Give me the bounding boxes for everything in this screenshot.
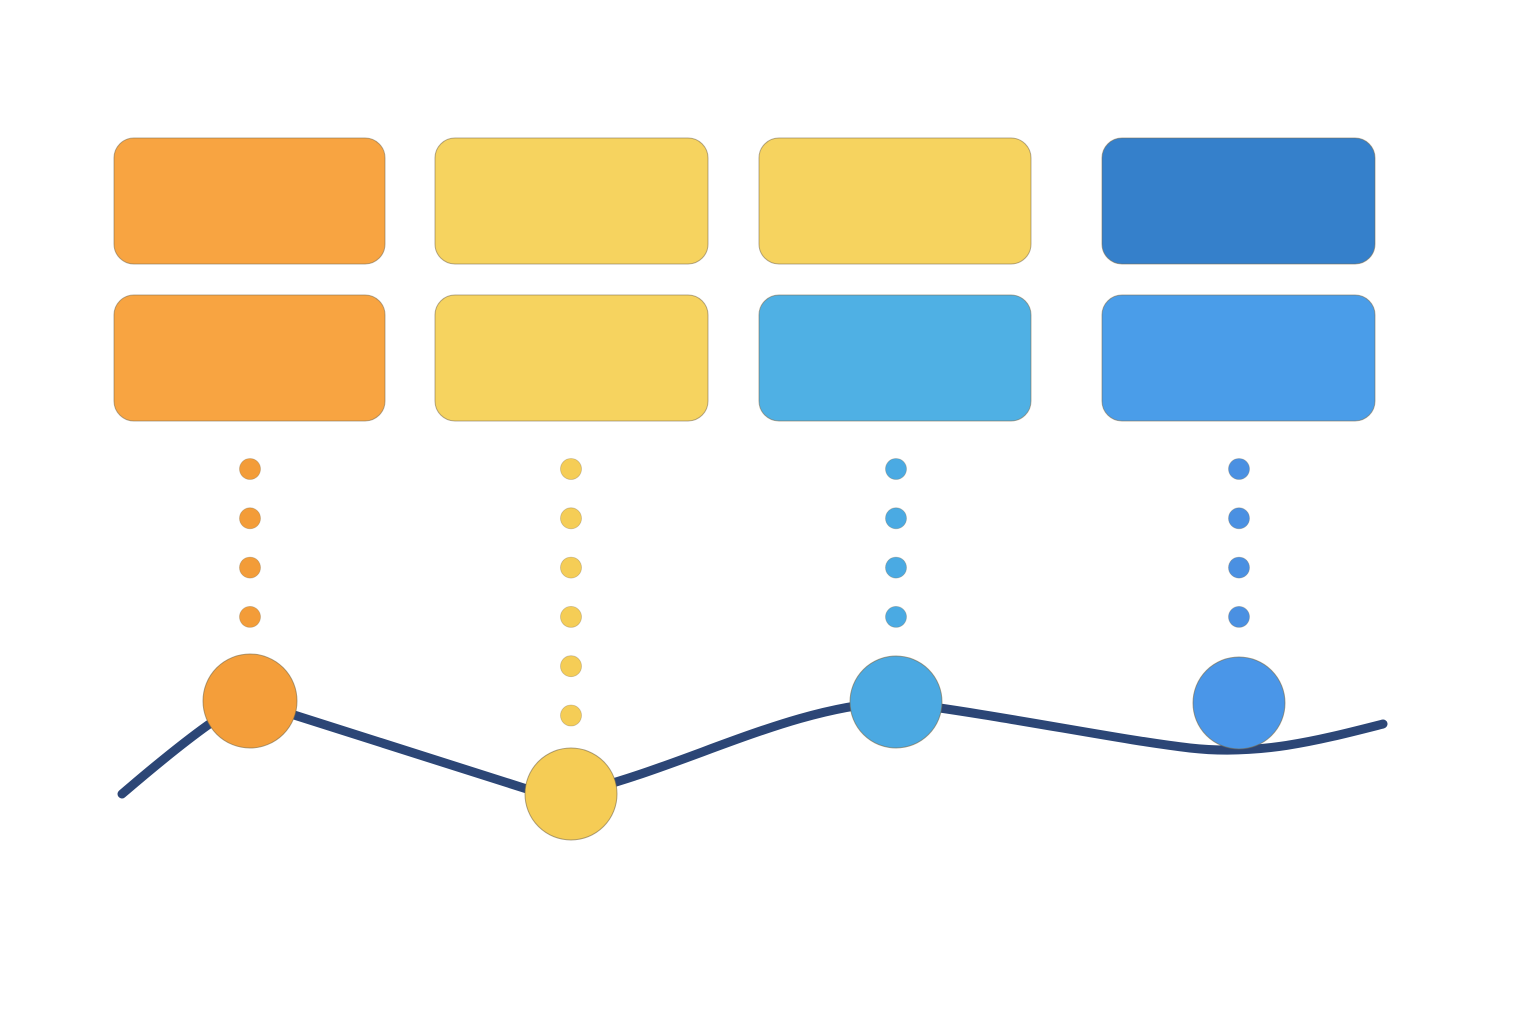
timeline-node-2 (524, 747, 618, 841)
connector-dot-1-1 (239, 458, 261, 480)
connector-dot-1-2 (239, 507, 261, 530)
column-3 (758, 137, 1032, 749)
connector-dot-4-1 (1228, 458, 1250, 480)
connector-dot-3-4 (885, 606, 907, 628)
connector-dot-4-4 (1228, 606, 1250, 628)
connector-dot-3-2 (885, 507, 907, 530)
card-4-2 (1101, 294, 1376, 422)
timeline-node-1 (202, 653, 298, 749)
connector-dot-2-3 (560, 556, 582, 579)
card-4-1 (1101, 137, 1376, 265)
timeline-node-4 (1192, 656, 1286, 750)
connector-dot-2-2 (560, 507, 582, 530)
connector-dot-4-2 (1228, 507, 1250, 530)
column-2 (434, 137, 709, 841)
connector-dot-2-6 (560, 704, 582, 727)
timeline-node-3 (849, 655, 943, 749)
connector-dot-4-3 (1228, 556, 1250, 579)
connector-dot-3-3 (885, 556, 907, 579)
card-2-1 (434, 137, 709, 265)
connector-dot-2-1 (560, 458, 582, 480)
connector-dot-1-4 (239, 606, 261, 628)
card-1-1 (113, 137, 386, 265)
columns-layer (113, 137, 1376, 841)
card-2-2 (434, 294, 709, 422)
column-4 (1101, 137, 1376, 750)
card-1-2 (113, 294, 386, 422)
connector-dot-2-4 (560, 606, 582, 628)
card-3-2 (758, 294, 1032, 422)
connector-dot-2-5 (560, 655, 582, 678)
connector-dot-1-3 (239, 556, 261, 579)
connector-dot-3-1 (885, 458, 907, 480)
column-1 (113, 137, 386, 749)
card-3-1 (758, 137, 1032, 265)
